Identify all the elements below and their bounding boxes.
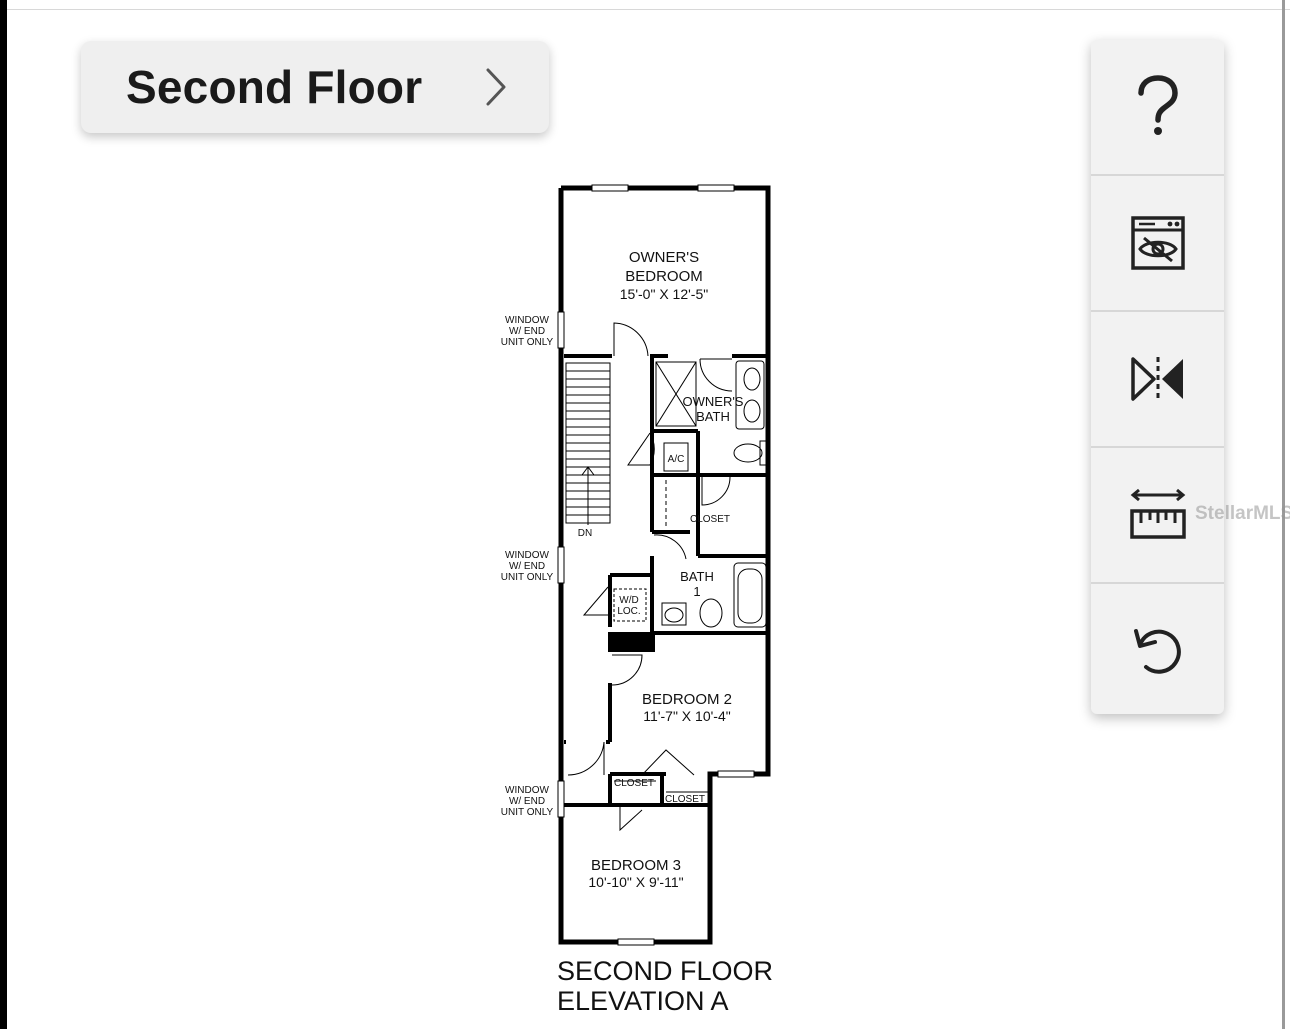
room-labels: OWNER'S BEDROOM 15'-0" X 12'-5" OWNER'S …	[578, 249, 744, 890]
window-note: WINDOW	[505, 315, 549, 326]
window-note: W/ END	[509, 796, 545, 807]
floor-selector-button[interactable]: Second Floor	[81, 41, 549, 133]
measure-button[interactable]	[1091, 448, 1224, 584]
window-note: WINDOW	[505, 550, 549, 561]
bath1-label: BATH	[680, 569, 714, 584]
bath1-label: 1	[693, 584, 700, 599]
interior-walls	[564, 354, 768, 807]
floor-selector-label: Second Floor	[126, 61, 423, 113]
owners-bath-label: BATH	[696, 409, 730, 424]
help-button[interactable]	[1091, 40, 1224, 176]
bedroom3-label: BEDROOM 3	[591, 857, 681, 874]
ac-label: A/C	[668, 454, 685, 465]
windows	[557, 184, 755, 946]
stairs	[565, 362, 611, 525]
wd-label: LOC.	[617, 606, 640, 617]
owners-bedroom-dims: 15'-0" X 12'-5"	[620, 286, 708, 302]
bedroom3-dims: 10'-10" X 9'-11"	[588, 874, 683, 890]
window-note: UNIT ONLY	[501, 337, 554, 348]
ruler-measure-icon	[1129, 488, 1186, 539]
exterior-walls	[558, 185, 771, 945]
window-note: W/ END	[509, 561, 545, 572]
reset-button[interactable]	[1091, 584, 1224, 714]
chase-block	[608, 632, 655, 652]
floor-plan: OWNER'S BEDROOM 15'-0" X 12'-5" OWNER'S …	[501, 184, 771, 946]
wd-label: W/D	[619, 595, 638, 606]
toggle-appliances-button[interactable]	[1091, 176, 1224, 312]
closet-label: CLOSET	[690, 514, 730, 525]
owners-bedroom-label: OWNER'S	[629, 249, 699, 266]
bedroom2-label: BEDROOM 2	[642, 691, 732, 708]
undo-icon	[1133, 629, 1181, 674]
top-divider	[0, 0, 1290, 10]
plan-toolbar	[1091, 40, 1224, 714]
window-note: WINDOW	[505, 785, 549, 796]
right-scroll-edge	[1282, 0, 1285, 1029]
window-note: UNIT ONLY	[501, 572, 554, 583]
closet-label: CLOSET	[614, 778, 654, 789]
window-note: W/ END	[509, 326, 545, 337]
caption-line: ELEVATION A	[557, 986, 729, 1016]
caption-line: SECOND FLOOR	[557, 956, 774, 986]
watermark: StellarMLS	[1195, 503, 1290, 524]
fixtures	[613, 360, 767, 793]
chevron-right-icon	[486, 68, 506, 106]
left-edge	[0, 0, 7, 1029]
window-note: UNIT ONLY	[501, 807, 554, 818]
appliance-visibility-icon	[1130, 216, 1185, 270]
closet-label: CLOSET	[665, 794, 705, 805]
bedroom2-dims: 11'-7" X 10'-4"	[643, 708, 730, 724]
owners-bedroom-label: BEDROOM	[625, 268, 703, 285]
stairs-label: DN	[578, 528, 592, 539]
owners-bath-label: OWNER'S	[683, 394, 744, 409]
question-mark-icon	[1137, 75, 1178, 135]
mirror-flip-icon	[1130, 357, 1183, 401]
mirror-button[interactable]	[1091, 312, 1224, 448]
window-notes: WINDOW W/ END UNIT ONLY WINDOW W/ END UN…	[501, 315, 554, 818]
door-swings	[567, 322, 733, 832]
